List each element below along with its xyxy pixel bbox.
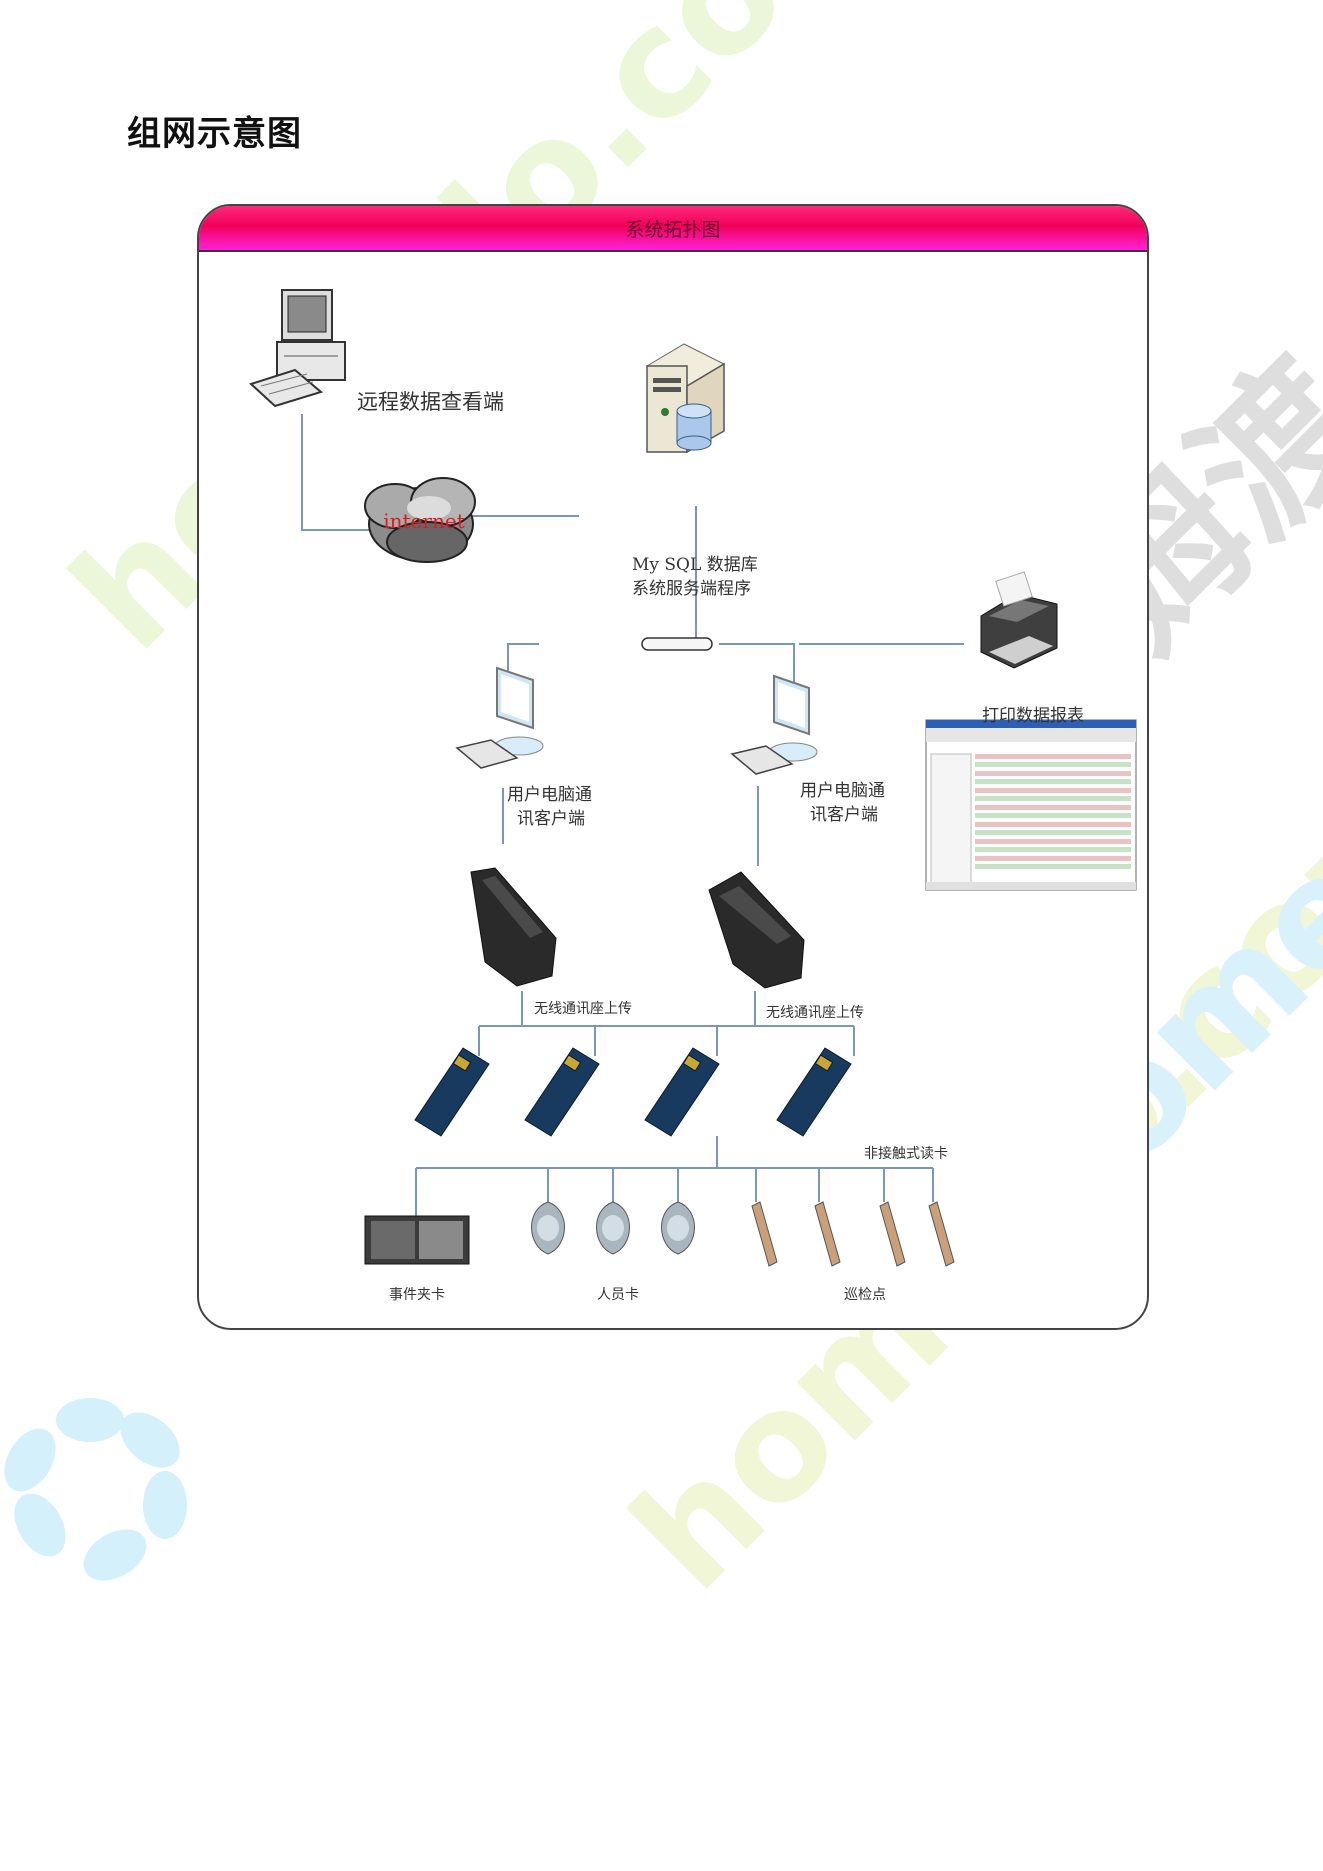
client-computer-right-icon xyxy=(730,674,818,775)
topology-diagram: internet xyxy=(249,289,1137,1267)
checkpoint-tag-4-icon xyxy=(928,1201,955,1267)
client-computer-left-icon xyxy=(455,666,544,769)
staff-card-3-icon xyxy=(661,1201,695,1255)
dock-left-icon xyxy=(470,867,557,987)
checkpoint-tag-2-icon xyxy=(814,1201,841,1267)
server-label-line2: 系统服务端程序 xyxy=(632,579,751,599)
banner-title: 系统拓扑图 xyxy=(625,219,721,241)
staff-card-2-icon xyxy=(596,1201,630,1255)
client-left-label-line2: 讯客户端 xyxy=(517,809,585,829)
reader-label: 非接触式读卡 xyxy=(864,1146,948,1162)
reader-2-icon xyxy=(524,1047,600,1137)
database-icon xyxy=(676,403,712,451)
checkpoint-label: 巡检点 xyxy=(844,1287,886,1303)
network-hub-icon xyxy=(641,637,713,651)
checkpoint-tag-1-icon xyxy=(751,1201,778,1267)
topology-frame: 系统拓扑图 xyxy=(197,204,1149,1330)
reader-4-icon xyxy=(776,1047,852,1137)
client-right-label-line2: 讯客户端 xyxy=(810,805,878,825)
line-hub-left xyxy=(507,643,539,676)
printer-icon xyxy=(980,571,1058,669)
staff-card-label: 人员卡 xyxy=(597,1287,639,1303)
watermark-flower-icon xyxy=(4,1398,187,1581)
topology-banner: 系统拓扑图 xyxy=(199,206,1147,252)
connection-lines xyxy=(301,414,964,1216)
remote-terminal-label: 远程数据查看端 xyxy=(357,390,504,414)
printer-label: 打印数据报表 xyxy=(982,706,1084,726)
client-left-label-line1: 用户电脑通 xyxy=(507,785,592,805)
report-screenshot-icon xyxy=(925,719,1137,891)
desktop-computer-icon xyxy=(249,289,346,408)
event-card-icon xyxy=(364,1215,470,1265)
dock-left-label: 无线通讯座上传 xyxy=(534,1001,632,1017)
reader-1-icon xyxy=(414,1047,490,1137)
dock-right-icon xyxy=(708,871,805,989)
server-label-line1: My SQL 数据库 xyxy=(632,555,758,575)
line-remote-to-cloud xyxy=(301,414,374,531)
internet-label: internet xyxy=(383,509,464,533)
internet-cloud-icon xyxy=(364,477,476,563)
staff-card-1-icon xyxy=(531,1201,565,1255)
page-heading: 组网示意图 xyxy=(127,114,302,154)
reader-3-icon xyxy=(644,1047,720,1137)
dock-right-label: 无线通讯座上传 xyxy=(766,1005,864,1021)
line-hub-right xyxy=(719,643,795,684)
event-card-label: 事件夹卡 xyxy=(389,1287,445,1303)
client-right-label-line1: 用户电脑通 xyxy=(800,781,885,801)
checkpoint-tag-3-icon xyxy=(879,1201,906,1267)
